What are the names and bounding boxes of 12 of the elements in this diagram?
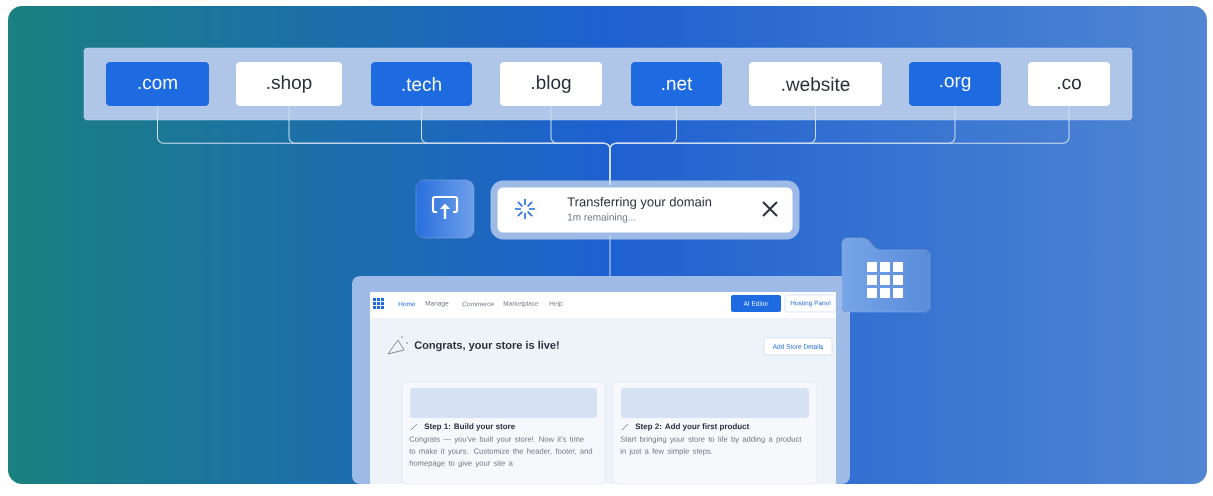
domain-box: .shop [236, 62, 342, 106]
domain-box: .com [106, 62, 209, 106]
domain-box: .org [909, 62, 1001, 106]
domain-box: .net [631, 62, 722, 106]
domain-box: .co [1028, 62, 1110, 106]
domain-box: .blog [500, 62, 602, 106]
domain-box: .tech [371, 62, 472, 106]
heading: Congrats, your store is live! [414, 340, 559, 352]
domain-box: .website [749, 62, 882, 106]
status-card: Transferring your domain 1m remaining... [490, 180, 800, 240]
connector-line [609, 235, 611, 277]
connector-line [609, 105, 1070, 185]
